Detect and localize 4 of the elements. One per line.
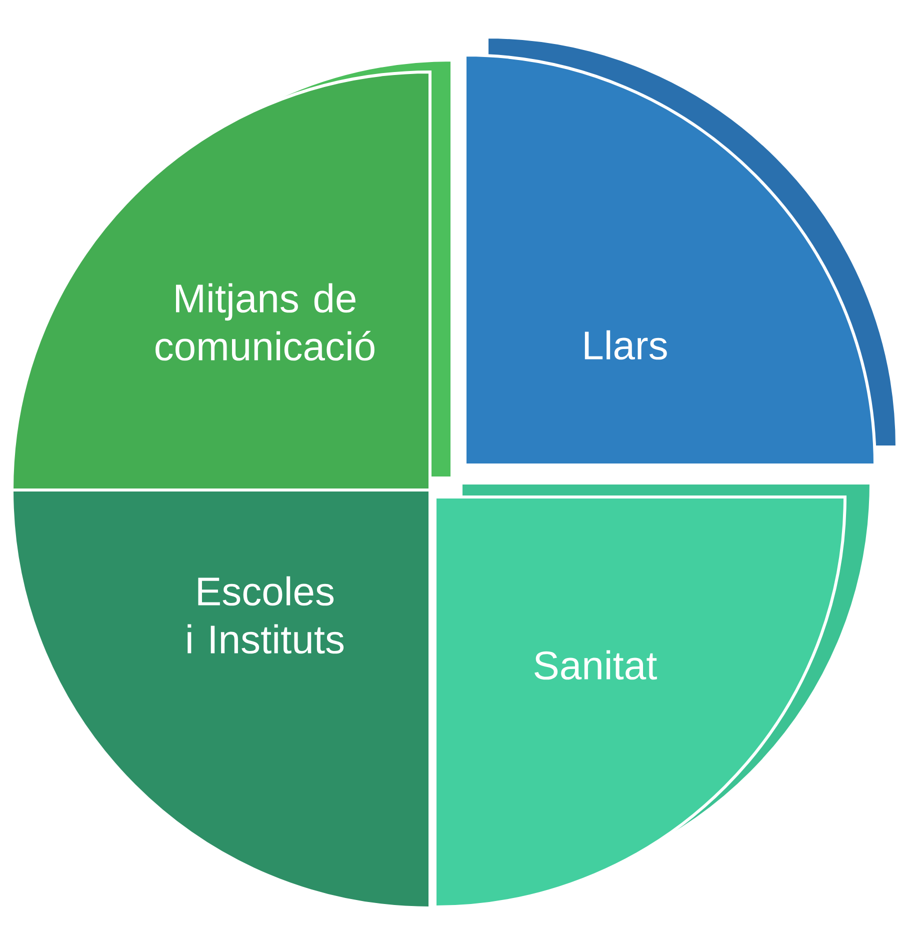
pie-segment: Escoles i Instituts [10, 488, 432, 910]
pie-segment: Mitjans de comunicació [10, 58, 454, 492]
pie-segment: Sanitat [434, 482, 872, 908]
pie-segment: Llars [464, 36, 898, 466]
